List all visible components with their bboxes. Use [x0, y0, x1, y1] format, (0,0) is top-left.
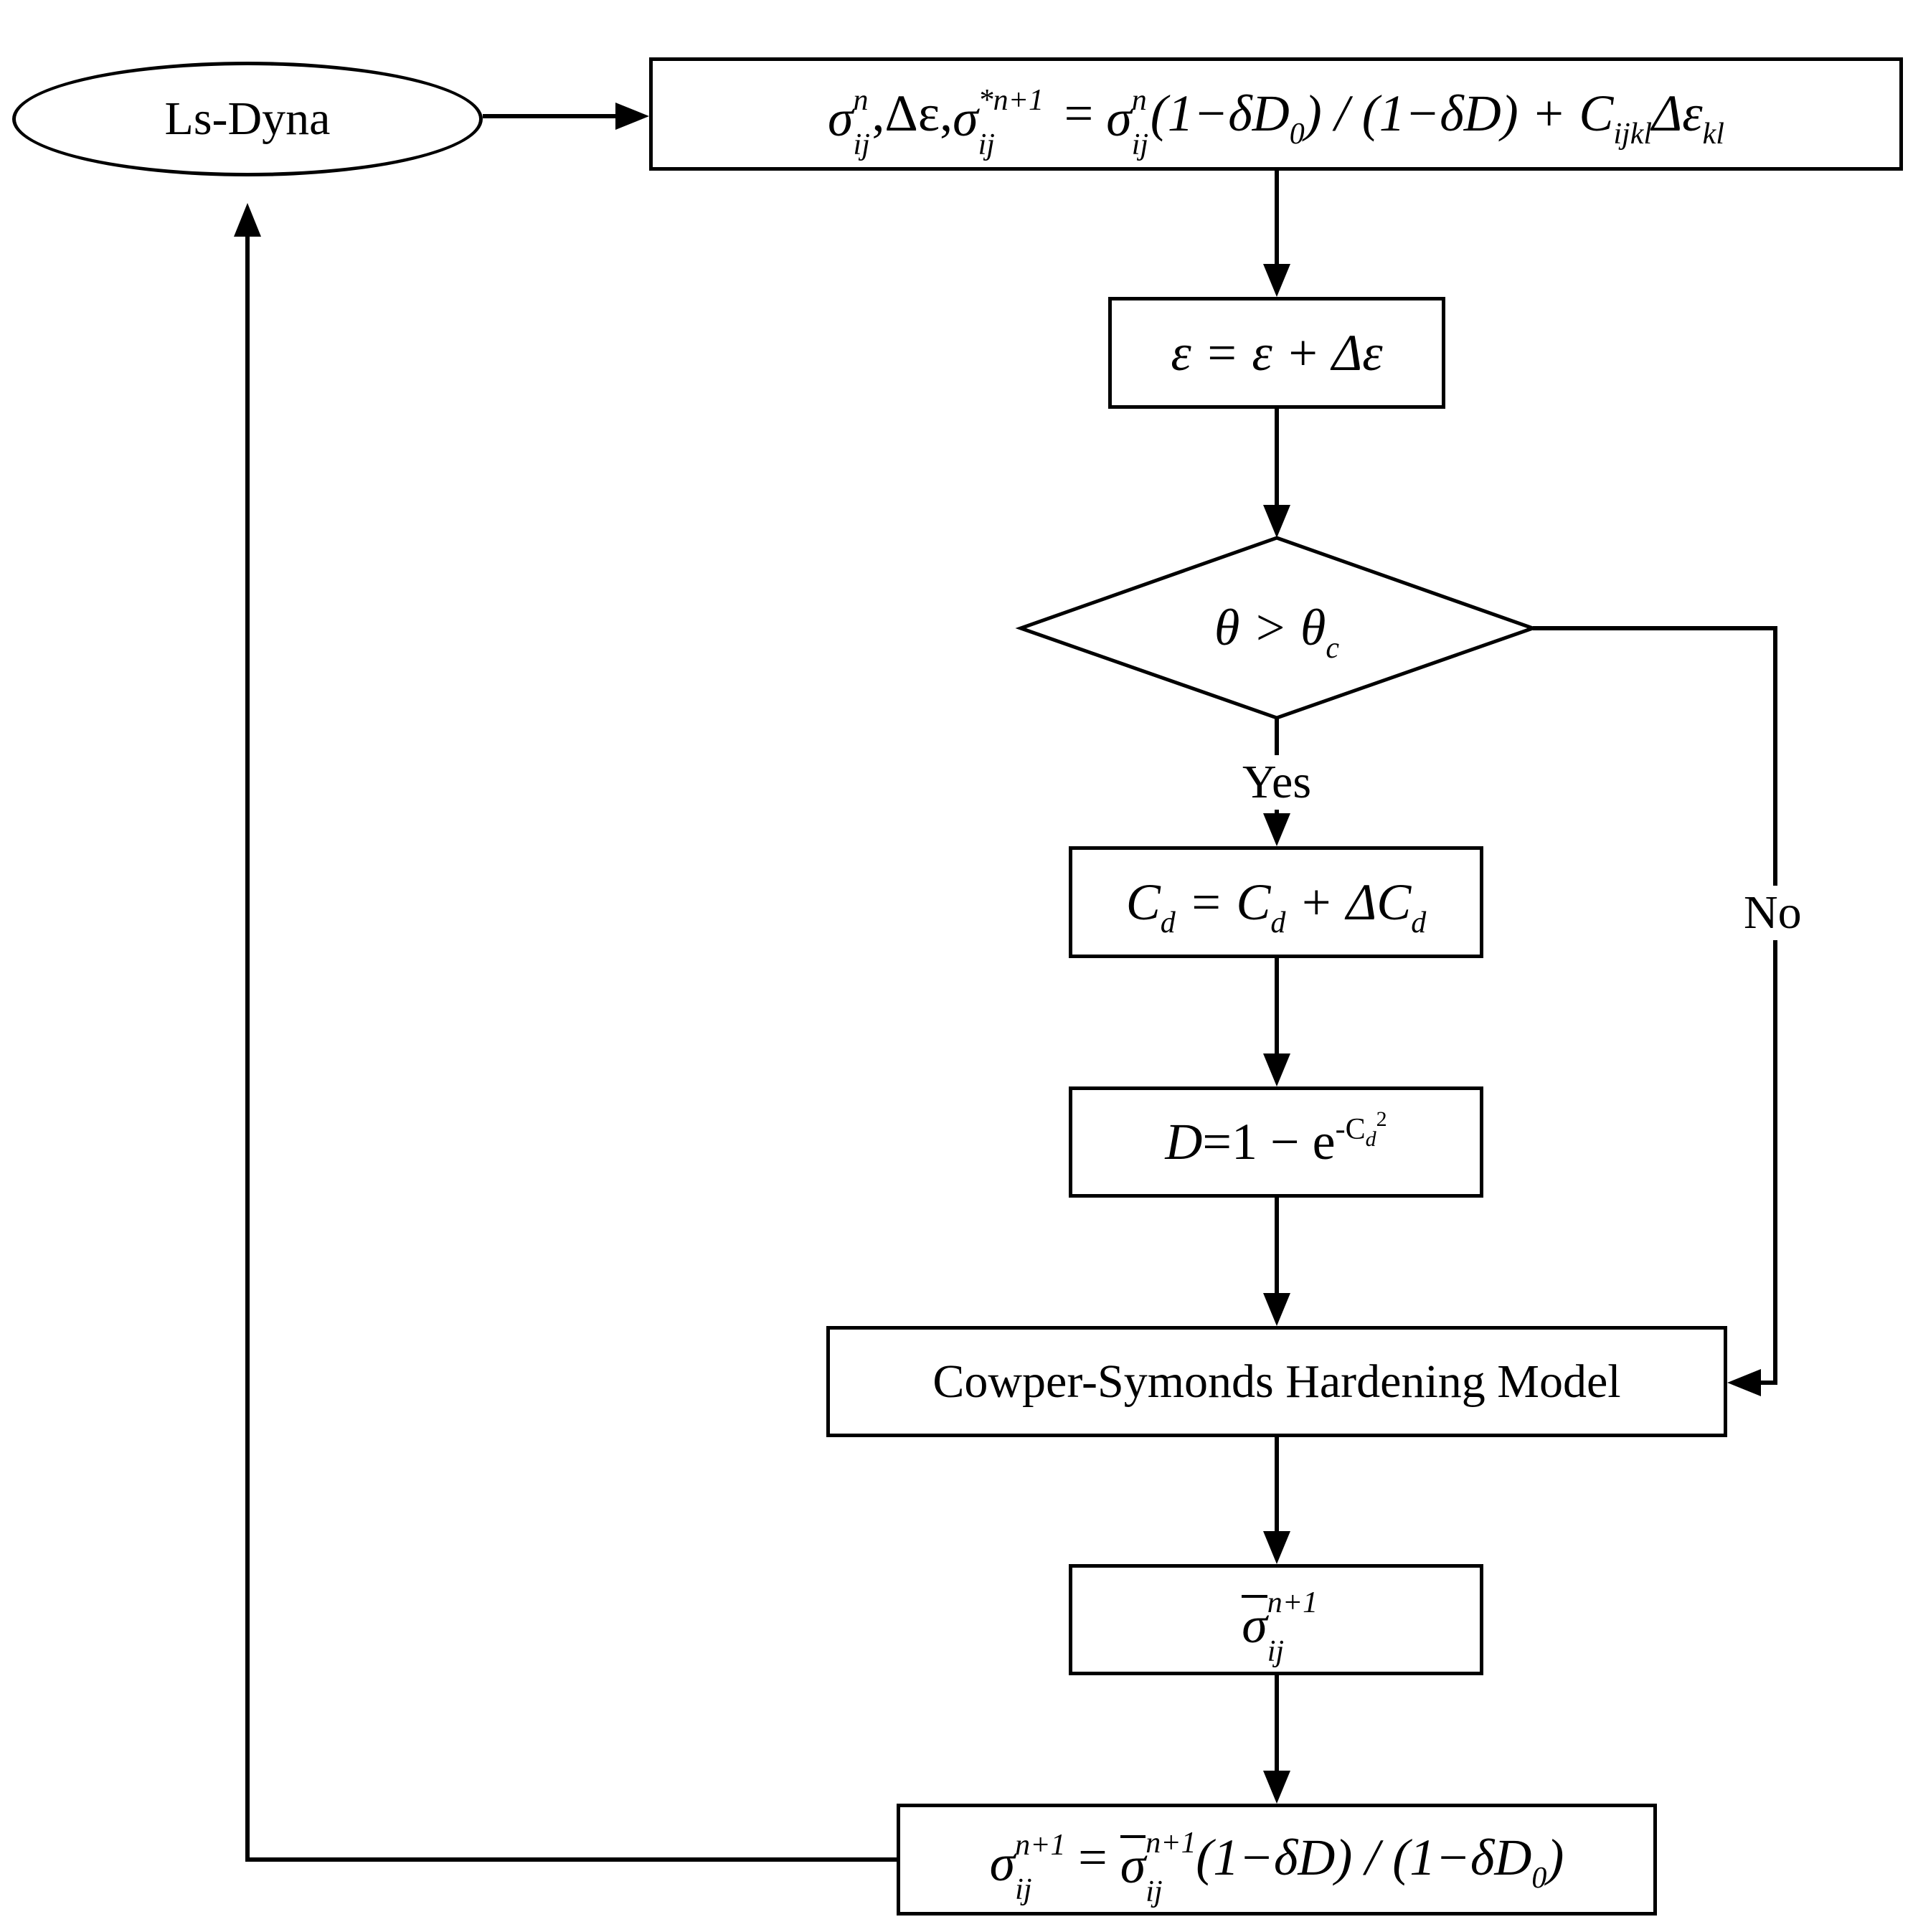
ls-dyna-label: Ls-Dyna [164, 93, 331, 145]
strain-update-formula: ε = ε + Δε [1171, 323, 1383, 382]
decision-label-wrap: θ > θc [1076, 574, 1478, 681]
arrowhead [1263, 1293, 1290, 1326]
strain-update-box: ε = ε + Δε [1108, 297, 1445, 409]
decision-diamond [1015, 536, 1539, 720]
arrowhead [615, 103, 649, 130]
damage-coefficient-box: Cd = Cd + ΔCd [1069, 846, 1483, 958]
edge-decision-no [1533, 626, 1777, 1385]
damage-formula: D=1 − e-Cd2 [1165, 1107, 1387, 1171]
arrowhead [1263, 264, 1290, 297]
damage-box: D=1 − e-Cd2 [1069, 1086, 1483, 1198]
no-label: No [1739, 886, 1806, 940]
arrowhead [1263, 1053, 1290, 1086]
hardening-model-box: Cowper-Symonds Hardening Model [826, 1326, 1727, 1437]
arrowhead [1263, 1531, 1290, 1564]
damage-coefficient-formula: Cd = Cd + ΔCd [1125, 873, 1427, 939]
edge-final-to-lsdyna [245, 237, 897, 1862]
hardening-model-label: Cowper-Symonds Hardening Model [932, 1355, 1621, 1408]
arrowhead [1727, 1369, 1761, 1396]
yes-label: Yes [1238, 755, 1316, 810]
arrowhead [1263, 1771, 1290, 1804]
arrowhead [1263, 505, 1290, 538]
ls-dyna-ellipse: Ls-Dyna [12, 62, 483, 176]
decision-condition: θ > θc [1214, 598, 1339, 665]
arrowhead [234, 203, 261, 237]
arrowhead [1263, 813, 1290, 846]
